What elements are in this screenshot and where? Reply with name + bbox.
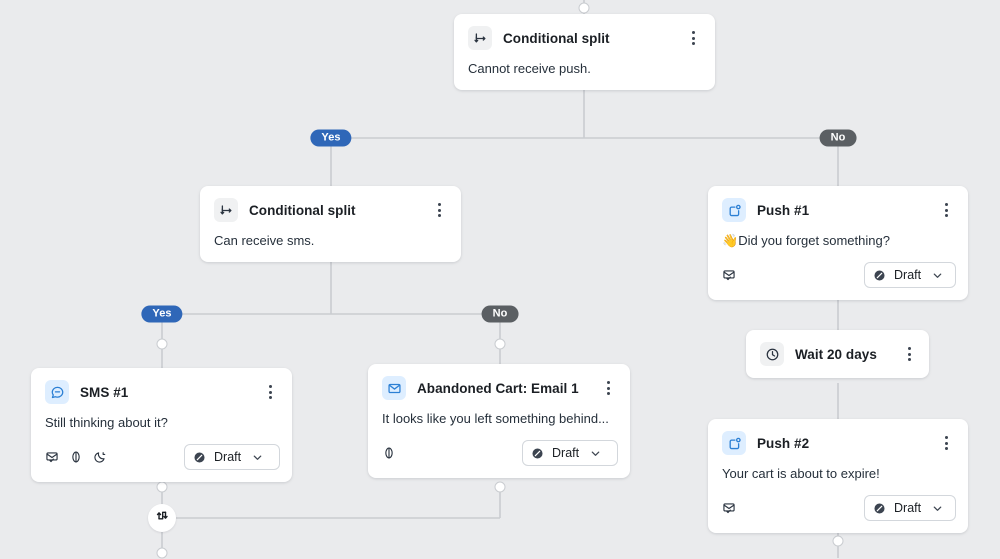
status-select-draft[interactable]: Draft bbox=[184, 444, 280, 470]
kebab-menu-icon[interactable] bbox=[938, 434, 954, 452]
kebab-menu-icon[interactable] bbox=[938, 201, 954, 219]
node-card-conditional-split-sms[interactable]: Conditional split Can receive sms. bbox=[200, 186, 461, 262]
status-label: Draft bbox=[214, 450, 242, 464]
status-select-draft[interactable]: Draft bbox=[522, 440, 618, 466]
footer-icon-group bbox=[722, 501, 854, 515]
conditional-split-icon bbox=[468, 26, 492, 50]
connector-dot-email-out bbox=[494, 481, 506, 493]
merge-arrows-icon bbox=[155, 508, 170, 528]
card-footer: Draft bbox=[368, 440, 630, 478]
clock-icon bbox=[760, 342, 784, 366]
kebab-menu-icon[interactable] bbox=[600, 379, 616, 397]
card-title: Conditional split bbox=[249, 202, 356, 218]
branch-label-no-top[interactable]: No bbox=[819, 129, 857, 147]
branch-label-no-sms[interactable]: No bbox=[481, 305, 519, 323]
connector-dot-no bbox=[494, 338, 506, 350]
card-header: SMS #1 bbox=[31, 368, 292, 414]
kebab-menu-icon[interactable] bbox=[901, 345, 917, 363]
card-body-text: Cannot receive push. bbox=[468, 61, 591, 76]
push-notification-icon bbox=[722, 431, 746, 455]
footer-icon-group bbox=[45, 450, 174, 464]
draft-slash-icon bbox=[193, 451, 206, 464]
card-title: Push #2 bbox=[757, 435, 810, 451]
status-label: Draft bbox=[894, 501, 922, 515]
kebab-menu-icon[interactable] bbox=[431, 201, 447, 219]
branch-label-yes-sms[interactable]: Yes bbox=[141, 305, 183, 323]
card-body-text: Still thinking about it? bbox=[45, 415, 168, 430]
draft-slash-icon bbox=[531, 447, 544, 460]
card-header: Conditional split bbox=[454, 14, 715, 60]
conditional-split-icon bbox=[214, 198, 238, 222]
card-title: SMS #1 bbox=[80, 384, 129, 400]
node-card-email-1[interactable]: Abandoned Cart: Email 1 It looks like yo… bbox=[368, 364, 630, 478]
connector-dot-yes bbox=[156, 338, 168, 350]
envelope-check-icon[interactable] bbox=[45, 450, 59, 464]
chevron-down-icon bbox=[931, 502, 944, 515]
kebab-menu-icon[interactable] bbox=[685, 29, 701, 47]
merge-junction[interactable] bbox=[148, 504, 176, 532]
card-body-text: Can receive sms. bbox=[214, 233, 315, 248]
card-title: Abandoned Cart: Email 1 bbox=[417, 380, 579, 396]
card-header: Push #2 bbox=[708, 419, 968, 465]
quiet-hours-moon-icon[interactable] bbox=[93, 450, 107, 464]
card-header: Conditional split bbox=[200, 186, 461, 232]
push-1-message: Did you forget something? bbox=[738, 233, 890, 248]
status-label: Draft bbox=[894, 268, 922, 282]
sms-bubble-icon bbox=[45, 380, 69, 404]
wave-emoji: 👋 bbox=[722, 233, 739, 248]
draft-slash-icon bbox=[873, 502, 886, 515]
card-title: Push #1 bbox=[757, 202, 810, 218]
link-icon[interactable] bbox=[69, 450, 83, 464]
connector-dot-merge-out bbox=[156, 547, 168, 559]
card-body-text: It looks like you left something behind.… bbox=[382, 411, 609, 426]
card-header: Wait 20 days bbox=[746, 330, 929, 378]
draft-slash-icon bbox=[873, 269, 886, 282]
footer-icon-group bbox=[722, 268, 854, 282]
connector-dot-root-top bbox=[578, 2, 590, 14]
push-notification-icon bbox=[722, 198, 746, 222]
chevron-down-icon bbox=[931, 269, 944, 282]
connector-dot-sms-out bbox=[156, 481, 168, 493]
card-footer: Draft bbox=[708, 262, 968, 300]
card-title: Wait 20 days bbox=[795, 346, 877, 362]
envelope-check-icon[interactable] bbox=[722, 501, 736, 515]
footer-icon-group bbox=[382, 446, 512, 460]
status-label: Draft bbox=[552, 446, 580, 460]
card-footer: Draft bbox=[31, 444, 292, 482]
status-select-draft[interactable]: Draft bbox=[864, 495, 956, 521]
chevron-down-icon bbox=[589, 447, 602, 460]
branch-label-yes-top[interactable]: Yes bbox=[310, 129, 352, 147]
card-title: Conditional split bbox=[503, 30, 610, 46]
node-card-push-1[interactable]: Push #1 👋Did you forget something? bbox=[708, 186, 968, 300]
status-select-draft[interactable]: Draft bbox=[864, 262, 956, 288]
card-header: Push #1 bbox=[708, 186, 968, 232]
envelope-check-icon[interactable] bbox=[722, 268, 736, 282]
node-card-sms-1[interactable]: SMS #1 Still thinking about it? bbox=[31, 368, 292, 482]
node-card-wait[interactable]: Wait 20 days bbox=[746, 330, 929, 378]
envelope-icon bbox=[382, 376, 406, 400]
card-body-text: 👋Did you forget something? bbox=[708, 232, 968, 262]
card-header: Abandoned Cart: Email 1 bbox=[368, 364, 630, 410]
kebab-menu-icon[interactable] bbox=[262, 383, 278, 401]
link-icon[interactable] bbox=[382, 446, 396, 460]
node-card-conditional-split-push[interactable]: Conditional split Cannot receive push. bbox=[454, 14, 715, 90]
node-card-push-2[interactable]: Push #2 Your cart is about to expire! bbox=[708, 419, 968, 533]
connector-dot-push2-out bbox=[832, 535, 844, 547]
chevron-down-icon bbox=[251, 451, 264, 464]
card-footer: Draft bbox=[708, 495, 968, 533]
card-body-text: Your cart is about to expire! bbox=[722, 466, 880, 481]
